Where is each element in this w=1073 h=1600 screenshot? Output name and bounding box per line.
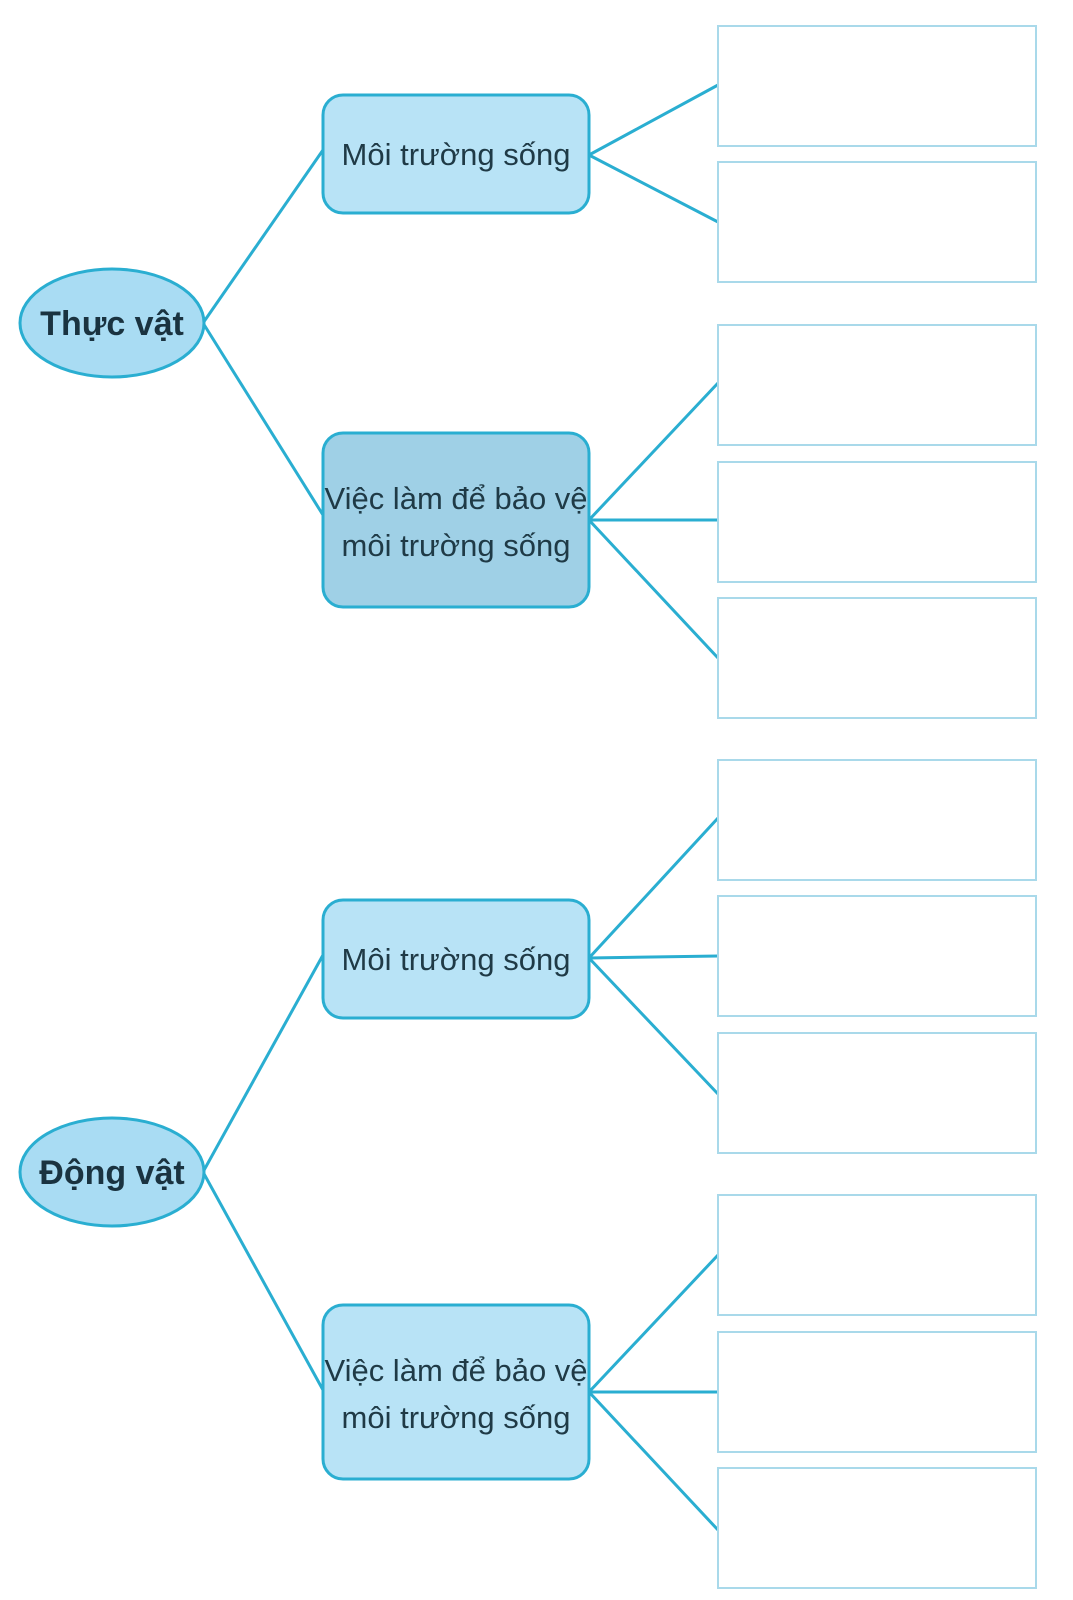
connector-root1-mid1 (201, 149, 325, 324)
connector-root2-mid3 (201, 954, 325, 1173)
connector-mid4-box11 (587, 1390, 720, 1532)
answer-box[interactable] (717, 1331, 1037, 1453)
branch-label-line1: Việc làm để bảo vệ (324, 1353, 587, 1388)
connector-mid2-box5 (587, 518, 720, 660)
connector-mid3-box7 (588, 954, 719, 960)
root-label: Động vật (39, 1154, 184, 1192)
root-node-thuc-vat: Thực vật (18, 267, 206, 379)
root-node-shape (18, 267, 206, 379)
connector-mid3-box8 (587, 956, 720, 1096)
branch-node-shape (321, 431, 591, 609)
branch-label-line2: môi trường sống (342, 528, 571, 563)
branch-node-shape (321, 1303, 591, 1481)
branch-node-viec-lam-bao-ve: Việc làm để bảo vệ môi trường sống (321, 1303, 591, 1481)
branch-label: Môi trường sống (342, 137, 571, 172)
connector-mid1-box2 (588, 153, 719, 224)
answer-box[interactable] (717, 1194, 1037, 1316)
root-label: Thực vật (40, 305, 184, 343)
connector-mid1-box1 (588, 83, 719, 157)
branch-label: Môi trường sống (342, 942, 571, 977)
branch-node-viec-lam-bao-ve: Việc làm để bảo vệ môi trường sống (321, 431, 591, 609)
branch-node-moi-truong-song: Môi trường sống (321, 898, 591, 1020)
connector-root2-mid4 (201, 1171, 325, 1391)
root-node-dong-vat: Động vật (18, 1116, 206, 1228)
answer-box[interactable] (717, 1032, 1037, 1154)
answer-box[interactable] (717, 161, 1037, 283)
root-node-shape (18, 1116, 206, 1228)
answer-box[interactable] (717, 1467, 1037, 1589)
branch-node-shape (321, 898, 591, 1020)
answer-box[interactable] (717, 759, 1037, 881)
connector-mid4-box9 (587, 1253, 720, 1394)
group-thuc-vat: Thực vật Môi trường sống Việc làm để bảo… (18, 25, 1037, 719)
answer-box[interactable] (717, 461, 1037, 583)
connector-mid2-box3 (587, 381, 720, 522)
group-dong-vat: Động vật Môi trường sống Việc làm để bảo… (18, 759, 1037, 1589)
answer-box[interactable] (717, 25, 1037, 147)
connector-mid3-box6 (587, 816, 720, 960)
branch-label-line1: Việc làm để bảo vệ (324, 481, 587, 516)
answer-box[interactable] (717, 597, 1037, 719)
connector-root1-mid2 (201, 322, 325, 516)
branch-label-line2: môi trường sống (342, 1400, 571, 1435)
answer-box[interactable] (717, 895, 1037, 1017)
branch-node-moi-truong-song: Môi trường sống (321, 93, 591, 215)
answer-box[interactable] (717, 324, 1037, 446)
branch-node-shape (321, 93, 591, 215)
